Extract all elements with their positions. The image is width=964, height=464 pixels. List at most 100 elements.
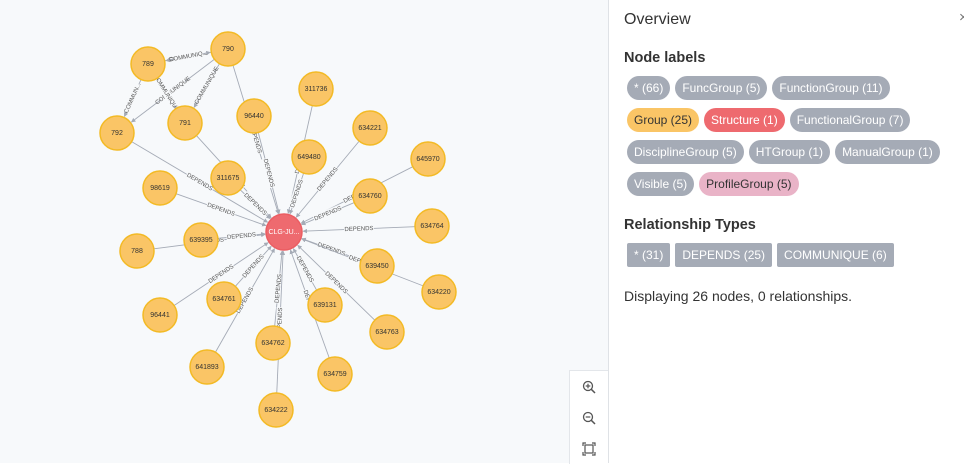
rel-type-badge-all[interactable]: * (31): [627, 243, 671, 267]
graph-node-641893[interactable]: 641893: [189, 349, 225, 385]
graph-node-circle[interactable]: [410, 141, 446, 177]
graph-node-634222[interactable]: 634222: [258, 392, 294, 428]
rel-type-badge-communique[interactable]: COMMUNIQUE (6): [777, 243, 894, 267]
graph-node-circle[interactable]: [414, 208, 450, 244]
graph-node-circle[interactable]: [130, 46, 166, 82]
fit-screen-icon: [582, 442, 596, 456]
graph-node-circle[interactable]: [298, 71, 334, 107]
graph-node-634762[interactable]: 634762: [255, 325, 291, 361]
node-label-badge-functiongroup[interactable]: FunctionGroup (11): [772, 76, 890, 100]
zoom-in-button[interactable]: [578, 376, 600, 398]
graph-node-label: 634761: [212, 296, 235, 303]
graph-node-634764[interactable]: 634764: [414, 208, 450, 244]
zoom-out-button[interactable]: [578, 407, 600, 429]
graph-node-639131[interactable]: 639131: [307, 287, 343, 323]
graph-node-789[interactable]: 789: [130, 46, 166, 82]
graph-node-label: 792: [111, 130, 123, 137]
graph-node-label: 634222: [264, 407, 287, 414]
graph-node-label: 634764: [420, 223, 443, 230]
graph-node-label: 311736: [305, 86, 328, 93]
graph-node-96441[interactable]: 96441: [142, 297, 178, 333]
depends-link-311675-label: DEPENDS: [242, 192, 267, 216]
depends-link-634760-label-bg: [312, 204, 344, 224]
communique-link-789-792-label-bg: [122, 82, 143, 114]
graph-node-790[interactable]: 790: [210, 31, 246, 67]
graph-node-label: 634759: [323, 371, 346, 378]
graph-node-circle[interactable]: [265, 213, 303, 251]
node-label-badge-group[interactable]: Group (25): [627, 108, 700, 132]
zoom-controls: [569, 370, 609, 464]
depends-link-634762-label: DEPENDS: [275, 274, 284, 303]
graph-node-circle[interactable]: [206, 281, 242, 317]
communique-link-789-792-label: COMMUN...: [124, 82, 143, 115]
node-label-badge-profilegroup[interactable]: ProfileGroup (5): [699, 172, 799, 196]
communique-link-790-791-label-bg: [195, 70, 218, 101]
depends-link-639395-label-bg: [226, 230, 257, 242]
rel-type-badge-depends[interactable]: DEPENDS (25): [675, 243, 773, 267]
graph-node-label: 311675: [217, 175, 240, 182]
graph-node-structure-center[interactable]: CLG-JU...: [265, 213, 303, 251]
graph-node-circle[interactable]: [210, 160, 246, 196]
graph-node-634220[interactable]: 634220: [421, 274, 457, 310]
graph-node-634761[interactable]: 634761: [206, 281, 242, 317]
graph-node-label: 634762: [261, 340, 284, 347]
graph-node-circle[interactable]: [142, 297, 178, 333]
graph-node-circle[interactable]: [307, 287, 343, 323]
graph-node-788[interactable]: 788: [119, 233, 155, 269]
depends-link-792-label: DEPENDS: [185, 173, 213, 193]
depends-link-96440-label-bg: [261, 157, 277, 189]
graph-node-circle[interactable]: [255, 325, 291, 361]
graph-node-circle[interactable]: [183, 222, 219, 258]
node-label-badge-htgroup[interactable]: HTGroup (1): [748, 140, 831, 164]
graph-node-792[interactable]: 792: [99, 115, 135, 151]
graph-node-634221[interactable]: 634221: [352, 110, 388, 146]
graph-node-circle[interactable]: [142, 170, 178, 206]
graph-node-circle[interactable]: [352, 178, 388, 214]
graph-node-649480[interactable]: 649480: [291, 139, 327, 175]
graph-node-circle[interactable]: [189, 349, 225, 385]
graph-node-circle[interactable]: [369, 314, 405, 350]
graph-node-circle[interactable]: [352, 110, 388, 146]
graph-node-634760[interactable]: 634760: [352, 178, 388, 214]
graph-node-circle[interactable]: [359, 248, 395, 284]
graph-node-label: 641893: [195, 364, 218, 371]
node-label-badge-functionalgroup[interactable]: FunctionalGroup (7): [789, 108, 911, 132]
graph-node-639395[interactable]: 639395: [183, 222, 219, 258]
graph-node-label: 634763: [375, 329, 398, 336]
node-label-badge-structure[interactable]: Structure (1): [704, 108, 785, 132]
node-label-badge-visible[interactable]: Visible (5): [627, 172, 695, 196]
node-label-badge-disciplinegroup[interactable]: DisciplineGroup (5): [627, 140, 744, 164]
relationship-types-title: Relationship Types: [624, 217, 756, 233]
graph-node-634759[interactable]: 634759: [317, 356, 353, 392]
graph-node-circle[interactable]: [167, 105, 203, 141]
close-icon[interactable]: ×: [959, 9, 964, 26]
graph-node-circle[interactable]: [258, 392, 294, 428]
graph-node-311675[interactable]: 311675: [210, 160, 246, 196]
graph-node-circle[interactable]: [317, 356, 353, 392]
graph-node-circle[interactable]: [236, 98, 272, 134]
graph-node-96440[interactable]: 96440: [236, 98, 272, 134]
fit-screen-button[interactable]: [578, 438, 600, 460]
graph-node-311736[interactable]: 311736: [298, 71, 334, 107]
graph-node-circle[interactable]: [210, 31, 246, 67]
node-label-badge-manualgroup[interactable]: ManualGroup (1): [835, 140, 940, 164]
panel-title: Overview: [624, 11, 691, 28]
graph-node-label: 790: [222, 46, 234, 53]
graph-node-645970[interactable]: 645970: [410, 141, 446, 177]
node-label-badge-all[interactable]: * (66): [627, 76, 671, 100]
node-label-badge-funcgroup[interactable]: FuncGroup (5): [675, 76, 768, 100]
graph-node-639450[interactable]: 639450: [359, 248, 395, 284]
graph-node-circle[interactable]: [421, 274, 457, 310]
node-labels-row-2: Group (25) Structure (1) FunctionalGroup…: [627, 108, 911, 132]
graph-node-634763[interactable]: 634763: [369, 314, 405, 350]
graph-node-circle[interactable]: [119, 233, 155, 269]
graph-node-circle[interactable]: [99, 115, 135, 151]
graph-node-98619[interactable]: 98619: [142, 170, 178, 206]
depends-link-634760-label: DEPENDS: [314, 206, 343, 223]
graph-node-791[interactable]: 791: [167, 105, 203, 141]
depends-link-639131-label-bg: [294, 254, 316, 285]
graph-node-label: 791: [179, 120, 191, 127]
graph-node-circle[interactable]: [291, 139, 327, 175]
